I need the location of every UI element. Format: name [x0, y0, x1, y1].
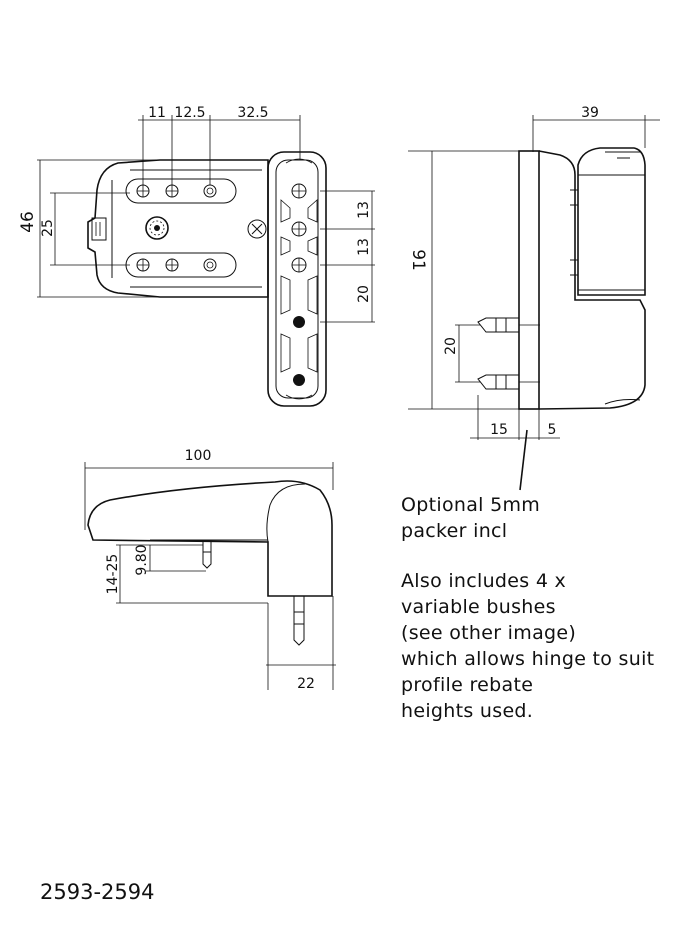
- dim-20-pins: 20: [443, 337, 459, 355]
- knuckle-lines: [578, 151, 645, 291]
- knuckle-ticks: [570, 189, 578, 276]
- note-line: packer incl: [401, 520, 508, 542]
- packer-plate: [518, 150, 540, 410]
- slot-screws: [136, 184, 217, 272]
- front-view: 100 14-25 9.80 22: [84, 448, 336, 692]
- note-line: which allows hinge to suit: [401, 648, 655, 670]
- dim-46: 46: [18, 211, 38, 233]
- frame-plate-inner: [275, 159, 319, 399]
- hinge-body-outline: [87, 159, 269, 298]
- dim-9-80: 9.80: [134, 544, 150, 575]
- cross-screw: [247, 219, 267, 239]
- knuckle-barrel: [577, 147, 646, 296]
- packer-note: Optional 5mm packer incl: [401, 492, 540, 544]
- dim-13-lower: 13: [356, 238, 372, 256]
- note-line: profile rebate: [401, 674, 534, 696]
- frame-plate-ribs: [280, 158, 318, 400]
- dim-5: 5: [548, 422, 557, 438]
- bushes-note: Also includes 4 x variable bushes (see o…: [401, 568, 654, 724]
- side-view-dimensions: [408, 115, 660, 491]
- top-view-dimensions: [37, 115, 375, 323]
- dim-100: 100: [185, 448, 212, 464]
- adjuster-dial: [145, 216, 169, 240]
- dim-32-5: 32.5: [237, 105, 268, 121]
- dim-22: 22: [297, 676, 315, 692]
- note-line: heights used.: [401, 700, 534, 722]
- front-body-outline: [87, 480, 333, 597]
- dim-15: 15: [490, 422, 508, 438]
- dim-20: 20: [356, 285, 372, 303]
- dim-12-5: 12.5: [174, 105, 205, 121]
- upper-slot: [125, 178, 237, 204]
- frame-plate-holes: [291, 183, 307, 386]
- top-view: 11 12.5 32.5 46 25 13 13 20: [18, 105, 375, 407]
- body-inner-lines: [111, 169, 262, 288]
- part-code: 2593-2594: [40, 880, 155, 904]
- dim-14-25: 14-25: [105, 554, 121, 595]
- frame-plate: [267, 151, 327, 407]
- note-line: (see other image): [401, 622, 577, 644]
- dim-25: 25: [40, 219, 56, 237]
- side-body-outline: [538, 150, 646, 410]
- note-line: variable bushes: [401, 596, 556, 618]
- side-pins: [477, 317, 540, 390]
- dim-39: 39: [581, 105, 599, 121]
- dim-11: 11: [148, 105, 166, 121]
- front-knuckle-line: [266, 483, 306, 543]
- side-view: 39 91 20 15 5: [408, 105, 660, 491]
- note-line: Also includes 4 x: [401, 570, 567, 592]
- dim-13-upper: 13: [356, 201, 372, 219]
- front-pins: [202, 542, 305, 646]
- side-tab: [91, 217, 107, 241]
- dim-91: 91: [408, 249, 428, 271]
- note-line: Optional 5mm: [401, 494, 541, 516]
- front-view-dimensions: [84, 462, 336, 690]
